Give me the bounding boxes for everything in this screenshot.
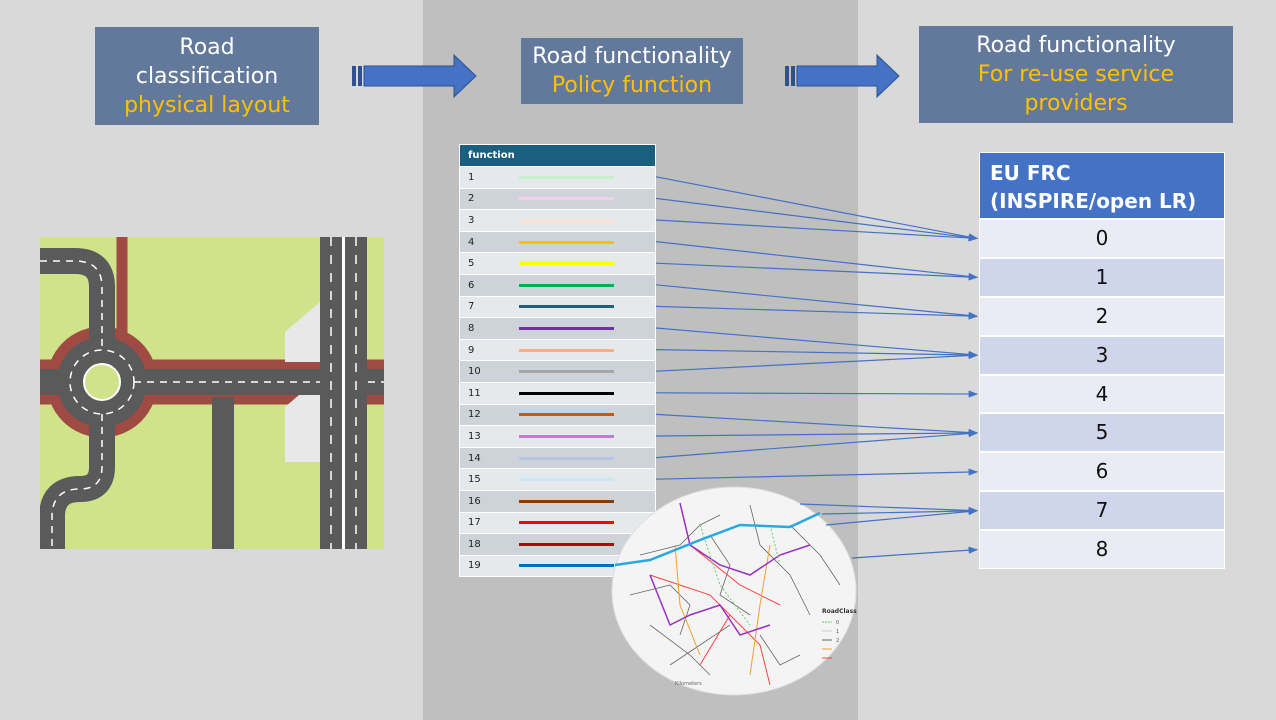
function-color-swatch — [519, 240, 614, 244]
function-color-swatch — [519, 262, 614, 266]
map-legend-item: 0 — [836, 620, 839, 626]
function-row: 2 — [460, 187, 655, 210]
function-color-swatch — [519, 370, 614, 374]
function-row: 15 — [460, 468, 655, 490]
map-legend-title: RoadClass — [822, 608, 857, 615]
eu-frc-row: 7 — [980, 490, 1224, 530]
function-id: 11 — [468, 387, 481, 399]
function-id: 7 — [468, 301, 475, 313]
function-id: 19 — [468, 560, 481, 572]
function-id: 9 — [468, 344, 475, 356]
function-color-swatch — [519, 175, 614, 179]
function-id: 10 — [468, 366, 481, 378]
function-row: 6 — [460, 273, 655, 296]
function-id: 15 — [468, 474, 481, 486]
function-row: 3 — [460, 209, 655, 231]
map-legend-item: 1 — [836, 629, 839, 635]
stage-policy-function: Road functionality Policy function — [521, 38, 743, 104]
stage-title: Road functionality — [976, 33, 1176, 58]
eu-frc-header: EU FRC (INSPIRE/open LR) — [980, 153, 1224, 218]
function-row: 14 — [460, 446, 655, 469]
function-color-swatch — [519, 218, 614, 222]
function-row: 5 — [460, 252, 655, 274]
function-id: 13 — [468, 430, 481, 442]
function-id: 5 — [468, 258, 475, 270]
function-row: 1 — [460, 166, 655, 188]
eu-frc-header-line: (INSPIRE/open LR) — [990, 189, 1197, 213]
function-row: 4 — [460, 230, 655, 253]
function-id: 2 — [468, 193, 475, 205]
eu-frc-row: 6 — [980, 451, 1224, 491]
function-row: 12 — [460, 403, 655, 426]
function-row: 16 — [460, 489, 655, 512]
function-color-swatch — [519, 478, 614, 482]
stage-subtitle: physical layout — [124, 92, 290, 118]
function-id: 17 — [468, 517, 481, 529]
eu-frc-row: 8 — [980, 529, 1224, 569]
stage-title: Road — [179, 34, 235, 60]
stage-road-classification: Road classification physical layout — [95, 27, 319, 125]
function-id: 12 — [468, 409, 481, 421]
function-id: 8 — [468, 322, 475, 334]
road-class-map: RoadClass 0 1 2 Kilometers — [611, 486, 857, 696]
function-id: 1 — [468, 171, 475, 183]
eu-frc-row: 1 — [980, 256, 1224, 296]
function-id: 18 — [468, 538, 481, 550]
stage-subtitle: Policy function — [551, 73, 713, 98]
function-row: 18 — [460, 533, 655, 555]
function-id: 14 — [468, 452, 481, 464]
eu-frc-header-line: EU FRC — [990, 161, 1071, 185]
function-table-header: function — [460, 145, 655, 166]
eu-frc-row: 3 — [980, 334, 1224, 374]
function-color-swatch — [519, 542, 614, 546]
function-color-swatch — [519, 305, 614, 309]
function-id: 3 — [468, 214, 475, 226]
function-color-swatch — [519, 499, 614, 503]
stage-title: classification — [135, 63, 279, 89]
function-color-swatch — [519, 413, 614, 417]
map-legend-item: 2 — [836, 638, 839, 644]
function-row: 11 — [460, 381, 655, 404]
function-row: 19 — [460, 554, 655, 577]
function-row: 8 — [460, 317, 655, 339]
function-row: 7 — [460, 295, 655, 318]
eu-frc-row: 4 — [980, 373, 1224, 413]
stage-title: Road functionality — [532, 44, 732, 69]
stage-subtitle: For re-use service — [977, 62, 1175, 87]
function-color-swatch — [519, 348, 614, 352]
right-arrow-icon — [785, 53, 900, 99]
function-color-swatch — [519, 521, 614, 525]
function-color-swatch — [519, 391, 614, 395]
function-row: 17 — [460, 511, 655, 534]
stage-reuse-providers: Road functionality For re-use service pr… — [919, 26, 1233, 123]
function-color-swatch — [519, 283, 614, 287]
eu-frc-row: 5 — [980, 412, 1224, 452]
function-color-swatch — [519, 434, 614, 438]
eu-frc-row: 0 — [980, 218, 1224, 257]
function-row: 10 — [460, 360, 655, 382]
function-color-swatch — [519, 456, 614, 460]
function-color-swatch — [519, 326, 614, 330]
function-id: 16 — [468, 495, 481, 507]
eu-frc-row: 2 — [980, 295, 1224, 335]
function-color-swatch — [519, 564, 614, 568]
road-classification-illustration — [40, 237, 384, 549]
function-id: 6 — [468, 279, 475, 291]
right-arrow-icon — [352, 53, 477, 99]
stage-subtitle: providers — [1024, 91, 1128, 116]
map-scale-label: Kilometers — [675, 681, 702, 687]
function-id: 4 — [468, 236, 475, 248]
function-row: 13 — [460, 425, 655, 447]
function-color-swatch — [519, 197, 614, 201]
function-row: 9 — [460, 338, 655, 361]
